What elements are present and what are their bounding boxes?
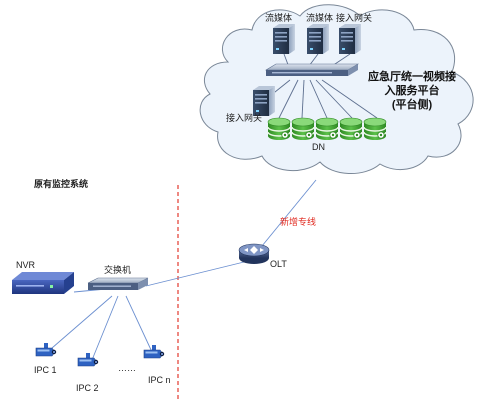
dn-storage-4-icon	[339, 117, 363, 141]
platform-title-line-1: 应急厅统一视频接	[368, 71, 456, 83]
switch-label: 交换机	[104, 265, 132, 275]
platform-title-line-2: 入服务平台	[384, 85, 440, 97]
dn-storage-3-icon	[315, 117, 339, 141]
new-line-label: 新增专线	[280, 217, 317, 227]
dn-storage-2-icon	[291, 117, 315, 141]
olt-label: OLT	[270, 259, 287, 269]
platform-title-line-3: (平台侧)	[391, 99, 433, 111]
dn-storage-1-icon	[267, 117, 291, 141]
olt-router-icon	[238, 243, 270, 264]
ellipsis-label: ……	[118, 363, 136, 373]
streaming-server-1-icon	[273, 24, 295, 54]
dn-storage-5-icon	[363, 117, 387, 141]
ipc-1-label: IPC 1	[34, 365, 57, 375]
local-switch-icon	[87, 277, 149, 290]
dn-label: DN	[312, 142, 325, 152]
cloud-switch-icon	[264, 63, 360, 76]
nvr-label: NVR	[16, 260, 36, 270]
ipc-n-label: IPC n	[148, 375, 171, 385]
ipc-2-camera-icon	[77, 352, 99, 367]
streaming-server-2-label: 流媒体	[306, 13, 334, 23]
streaming-server-1-label: 流媒体	[265, 13, 293, 23]
platform-title: 应急厅统一视频接 入服务平台 (平台侧)	[362, 70, 462, 112]
access-gateway-left-label: 接入网关	[226, 113, 263, 123]
ipc-n-camera-icon	[143, 344, 165, 359]
nvr-device-icon	[12, 272, 74, 294]
legacy-system-title: 原有监控系统	[34, 179, 89, 189]
ipc-1-camera-icon	[35, 342, 57, 357]
access-gateway-server-icon	[339, 24, 361, 54]
streaming-server-2-icon	[307, 24, 329, 54]
access-gateway-top-label: 接入网关	[336, 13, 373, 23]
ipc-2-label: IPC 2	[76, 383, 99, 393]
network-links	[51, 179, 317, 361]
access-gateway-left-server-icon	[253, 86, 275, 116]
